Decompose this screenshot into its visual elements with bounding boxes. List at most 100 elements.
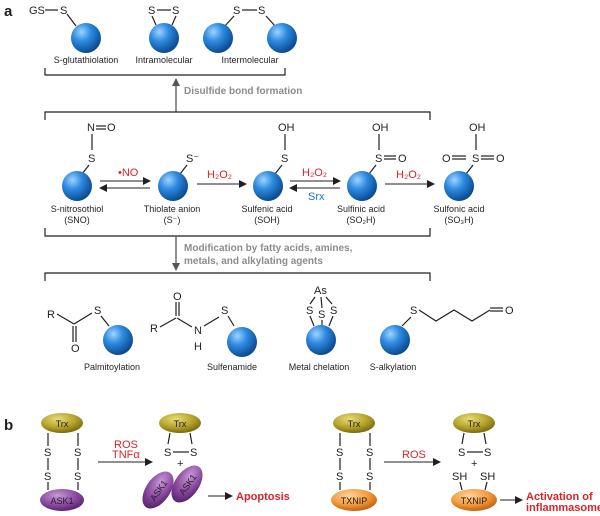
caption-disulfide: Disulfide bond formation	[184, 86, 302, 97]
h-atom: H	[194, 341, 202, 353]
protein-sphere	[71, 23, 101, 53]
o-atom: O	[107, 122, 116, 134]
s-atom: S	[458, 447, 465, 459]
s-atom: S	[148, 5, 155, 17]
protein-sphere	[253, 171, 283, 201]
protein-sphere	[158, 171, 188, 201]
txnip-label: TXNIP	[341, 496, 368, 506]
plus-sign: +	[471, 458, 477, 470]
protein-sphere	[267, 23, 297, 53]
label-intermolecular: Intermolecular	[221, 55, 278, 65]
trx-protein	[159, 413, 201, 433]
trx-protein	[333, 413, 375, 433]
label-so2h: Sulfinic acid	[337, 204, 385, 214]
o-atom: O	[442, 153, 451, 165]
no-label: •NO	[118, 167, 139, 179]
r-atom: R	[150, 323, 158, 335]
s-atom: S	[94, 305, 101, 317]
inflammasome-label-2: inflammasomes	[526, 502, 600, 514]
ros-label: ROS	[114, 439, 138, 451]
n-atom: N	[194, 325, 202, 337]
s-atom: S	[172, 5, 179, 17]
panel-b: Trx S S S S ASK1 ROS TNFα Trx S S + ASK1…	[40, 413, 600, 514]
protein-sphere	[347, 171, 377, 201]
label-so3h-abbr: (SO₃H)	[444, 215, 473, 225]
o-atom: O	[173, 291, 182, 303]
label-soh-abbr: (SOH)	[254, 215, 280, 225]
r-atom: R	[47, 309, 55, 321]
label-metal-chelation: Metal chelation	[289, 362, 350, 372]
label-sno: S-nitrosothiol	[51, 204, 104, 214]
label-so3h: Sulfonic acid	[433, 204, 484, 214]
protein-sphere	[203, 23, 233, 53]
ask1-protein	[171, 465, 203, 503]
protein-sphere	[306, 325, 336, 355]
trx-label: Trx	[56, 419, 69, 429]
s-atom: S	[74, 471, 81, 483]
label-s-glutathiolation: S-glutathiolation	[54, 55, 119, 65]
s-atom: S	[366, 447, 373, 459]
top-row: GS S S-glutathiolation S S Intramolecula…	[29, 5, 297, 76]
n-atom: N	[87, 122, 95, 134]
ask1-label: ASK1	[50, 496, 73, 506]
oh-atom: OH	[372, 122, 389, 134]
s-atom: S	[484, 447, 491, 459]
sh-atom: SH	[480, 471, 495, 483]
protein-sphere	[103, 325, 133, 355]
s-atom: S	[190, 447, 197, 459]
panel-label-b: b	[4, 417, 13, 434]
s-atom: S	[330, 305, 337, 317]
s-atom: S	[233, 5, 240, 17]
plus-sign: +	[177, 458, 183, 470]
txnip-protein	[331, 489, 377, 511]
s-minus-atom: S⁻	[186, 153, 199, 165]
s-atom: S	[164, 447, 171, 459]
s-atom: S	[318, 309, 325, 321]
s-atom: S	[375, 153, 382, 165]
protein-sphere	[380, 325, 410, 355]
oh-atom: OH	[469, 122, 486, 134]
label-palmitoylation: Palmitoylation	[84, 362, 140, 372]
s-atom: S	[44, 471, 51, 483]
s-atom: S	[60, 5, 67, 17]
gs-label: GS	[29, 5, 45, 17]
label-s-alkylation: S-alkylation	[370, 362, 417, 372]
s-atom: S	[472, 153, 479, 165]
ask1-protein	[40, 489, 84, 511]
caption-modification-2: metals, and alkylating agents	[184, 256, 323, 267]
o-atom: O	[71, 343, 80, 355]
panel-label-a: a	[4, 3, 13, 20]
as-atom: As	[314, 285, 327, 297]
protein-sphere	[227, 327, 257, 357]
s-atom: S	[410, 305, 417, 317]
srx-label: Srx	[308, 191, 325, 203]
o-atom: O	[398, 153, 407, 165]
label-intramolecular: Intramolecular	[135, 55, 192, 65]
sh-atom: SH	[452, 471, 467, 483]
s-atom: S	[44, 447, 51, 459]
h2o2-label: H₂O₂	[302, 167, 327, 179]
tnfa-label: TNFα	[112, 449, 140, 461]
o-atom: O	[496, 153, 505, 165]
trx-label: Trx	[174, 419, 187, 429]
h2o2-label: H₂O₂	[396, 169, 421, 181]
s-atom: S	[221, 305, 228, 317]
ros-label: ROS	[402, 449, 426, 461]
oh-atom: OH	[278, 122, 295, 134]
bottom-row: R O S Palmitoylation R O N H S Sulfenami…	[44, 272, 514, 372]
middle-row: N O S S-nitrosothiol (SNO) •NO S⁻ Thiola…	[44, 111, 505, 237]
protein-sphere	[62, 171, 92, 201]
h2o2-label: H₂O₂	[207, 169, 232, 181]
protein-sphere	[149, 23, 179, 53]
label-soh: Sulfenic acid	[241, 204, 292, 214]
trx-protein	[41, 413, 83, 433]
trx-label: Trx	[468, 419, 481, 429]
trx-protein	[453, 413, 495, 433]
s-atom: S	[74, 447, 81, 459]
txnip-protein	[451, 489, 497, 511]
label-thiolate-abbr: (S⁻)	[164, 215, 181, 225]
label-thiolate: Thiolate anion	[144, 204, 201, 214]
label-sulfenamide: Sulfenamide	[207, 362, 257, 372]
s-atom: S	[258, 5, 265, 17]
label-so2h-abbr: (SO₂H)	[347, 215, 376, 225]
